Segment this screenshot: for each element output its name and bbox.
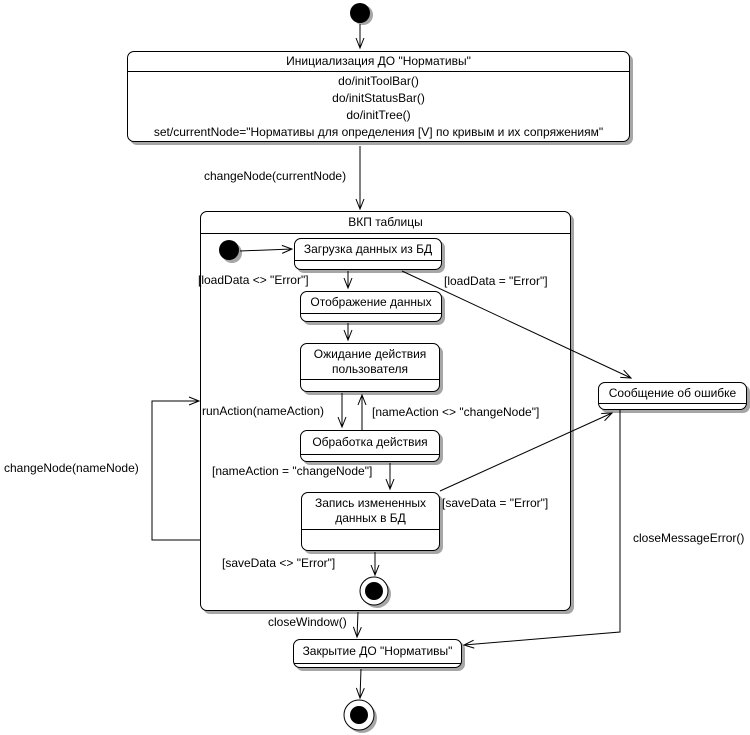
- state-init-actions: do/initToolBar() do/initStatusBar() do/i…: [128, 72, 629, 141]
- state-init-title: Инициализация ДО "Нормативы": [128, 52, 629, 72]
- transition-label-changenode-currentnode: changeNode(currentNode): [204, 169, 347, 183]
- state-load-data: Загрузка данных из БД: [294, 238, 442, 270]
- state-process-action: Обработка действия: [300, 430, 440, 462]
- state-close-title: Закрытие ДО "Нормативы": [294, 640, 461, 664]
- state-action: set/currentNode="Нормативы для определен…: [153, 124, 604, 139]
- arrow-vkp-self-loop: [151, 396, 201, 541]
- state-error-title: Сообщение об ошибке: [599, 383, 746, 404]
- transition-label-runaction: runAction(nameAction): [202, 404, 325, 418]
- arrow-vkp-to-close: [352, 611, 362, 639]
- transition-label-nameaction-other: [nameAction <> "changeNode"]: [372, 405, 540, 419]
- state-display-title: Отображение данных: [301, 292, 441, 314]
- state-load-title: Загрузка данных из БД: [295, 239, 441, 261]
- state-save-data: Запись измененных данных в БД: [301, 492, 440, 551]
- final-state-icon: [343, 699, 377, 733]
- state-wait-title: Ожидание действия пользователя: [301, 344, 439, 380]
- transition-label-loaddata-error: [loadData = "Error"]: [444, 274, 548, 288]
- state-error-message: Сообщение об ошибке: [598, 382, 747, 410]
- state-process-title: Обработка действия: [301, 431, 439, 455]
- transition-label-savedata-error: [saveData = "Error"]: [442, 496, 549, 510]
- state-action: do/initToolBar(): [338, 73, 419, 88]
- arrow-close-to-final: [355, 668, 365, 700]
- state-init: Инициализация ДО "Нормативы" do/initTool…: [127, 51, 630, 142]
- state-action: do/initStatusBar(): [332, 90, 425, 105]
- transition-label-nameaction-changenode: [nameAction = "changeNode"]: [212, 464, 373, 478]
- state-save-title: Запись измененных данных в БД: [302, 493, 439, 530]
- state-action: do/initTree(): [346, 107, 411, 122]
- initial-state-icon: [350, 3, 373, 25]
- state-display-data: Отображение данных: [300, 291, 442, 322]
- transition-label-closemessageerror: closeMessageError(): [633, 531, 745, 545]
- transition-label-loaddata-ok: [loadData <> "Error"]: [198, 273, 309, 287]
- state-vkp-title: ВКП таблицы: [201, 212, 570, 234]
- state-wait-user-action: Ожидание действия пользователя: [300, 343, 440, 392]
- transition-label-savedata-ok: [saveData <> "Error"]: [222, 556, 336, 570]
- state-close-do: Закрытие ДО "Нормативы": [293, 639, 462, 668]
- transition-label-changenode-namenode: changeNode(nameNode): [4, 461, 139, 475]
- transition-label-closewindow: closeWindow(): [268, 615, 347, 629]
